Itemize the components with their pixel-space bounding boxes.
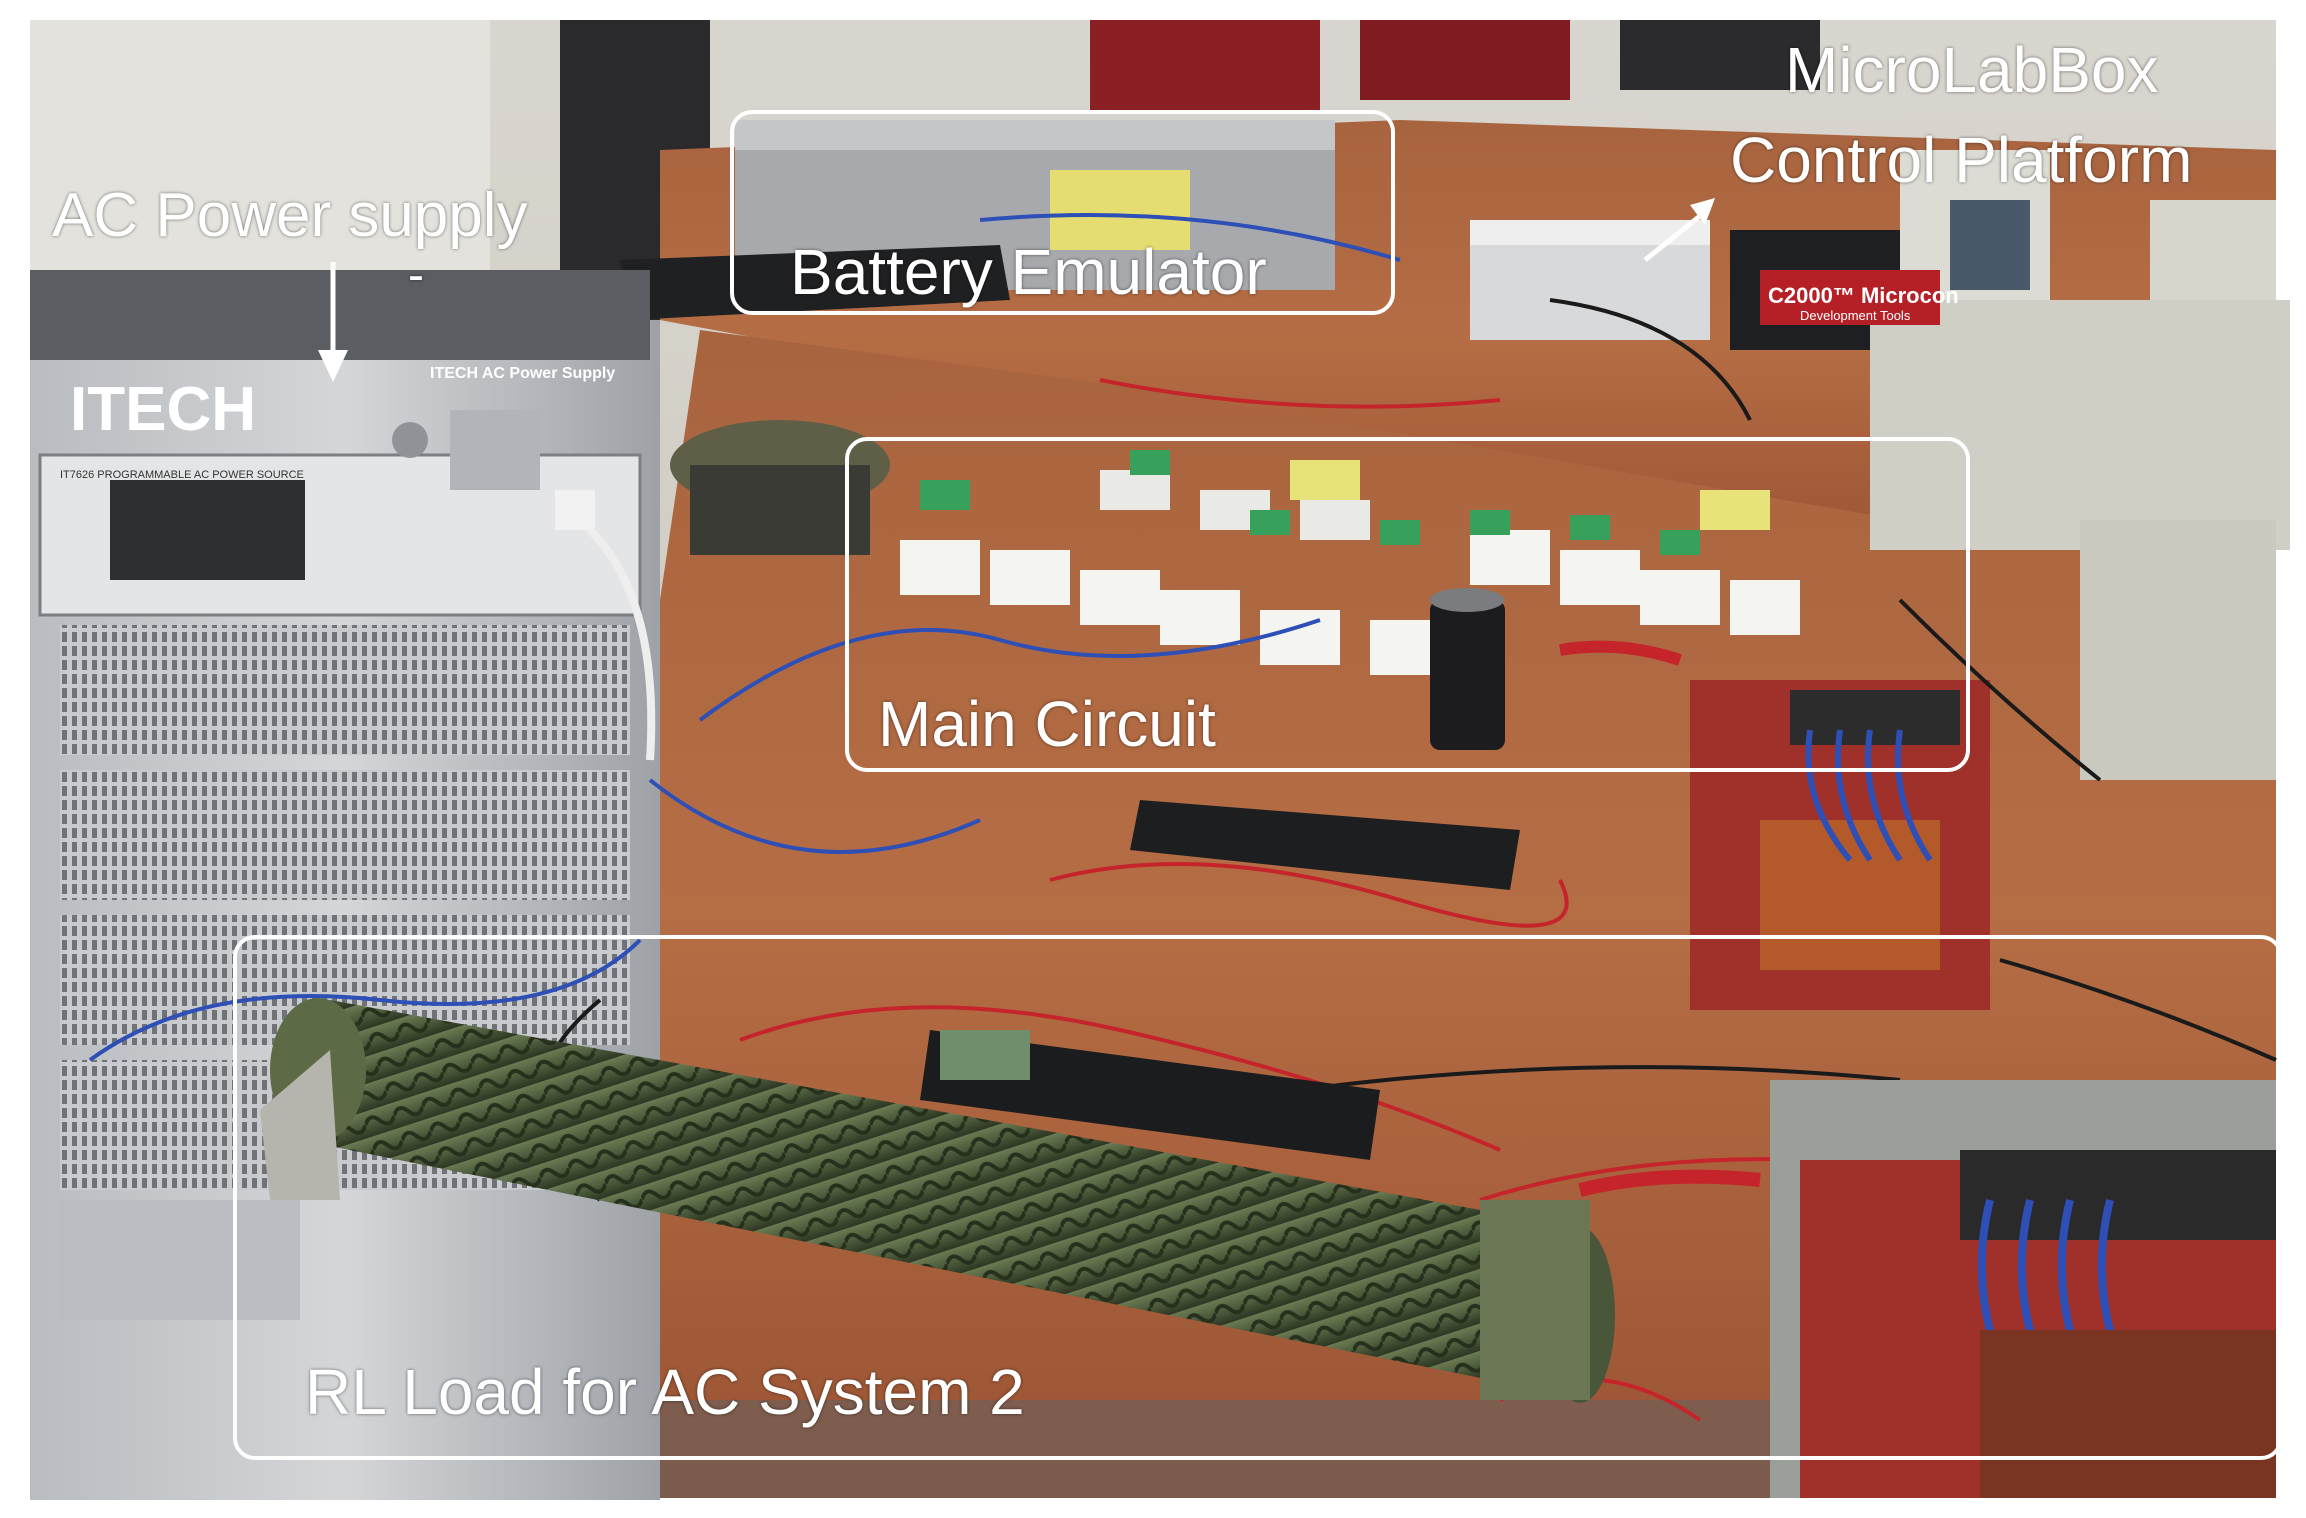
- battery-emulator-box: [730, 110, 1395, 315]
- current-probe-2: [920, 1030, 1380, 1160]
- rl-load-label: RL Load for AC System 2: [305, 1356, 1025, 1428]
- main-circuit-label: Main Circuit: [878, 688, 1216, 760]
- transformer-2: [1770, 1080, 2276, 1498]
- battery-emulator-label: Battery Emulator: [790, 236, 1267, 308]
- rl-load-box: [233, 935, 2283, 1460]
- microlabbox-label-line1: MicroLabBox: [1785, 34, 2159, 106]
- ac-power-supply-dash: -: [408, 249, 424, 302]
- itech-logo: ITECH: [70, 375, 256, 444]
- itech-model-label: IT7626 PROGRAMMABLE AC POWER SOURCE: [60, 469, 304, 481]
- transformer-1: [1690, 680, 1990, 1010]
- capacitor: [1430, 600, 1505, 750]
- current-probe-1: [1130, 800, 1520, 890]
- itech-panel-label: ITECH AC Power Supply: [430, 365, 615, 382]
- main-circuit-box: [845, 437, 1970, 772]
- microcontroller-box-subtext: Development Tools: [1800, 308, 1911, 323]
- main-circuit-boards: [900, 450, 1800, 675]
- ac-power-supply-label: AC Power supply: [52, 181, 528, 250]
- microlabbox-label-line2: Control Platform: [1730, 124, 2193, 196]
- microcontroller-box-text: C2000™ Microcon: [1768, 283, 1959, 308]
- rl-load-resistor: [260, 998, 1615, 1403]
